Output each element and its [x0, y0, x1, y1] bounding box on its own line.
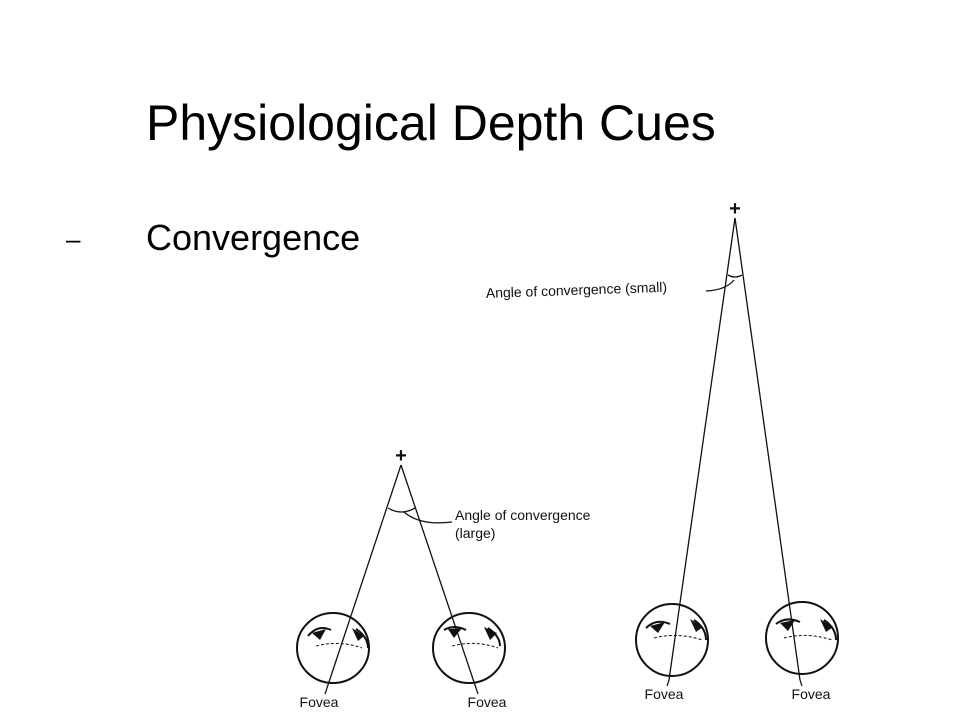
near-right-sight-line [400, 464, 477, 689]
near-angle-arc [387, 507, 416, 513]
bullet-dash: – [66, 224, 81, 254]
far-left-fovea-label: Fovea [645, 686, 684, 702]
near-left-fovea-label: Fovea [300, 694, 339, 710]
near-fixation-marker: + [395, 445, 407, 467]
far-angle-label: Angle of convergence (small) [486, 279, 668, 301]
far-left-sight-line [668, 217, 736, 681]
near-angle-label-line2: (large) [455, 525, 495, 541]
far-right-fovea-label: Fovea [792, 686, 831, 702]
far-fixation-marker: + [729, 198, 741, 220]
far-target-group: + Angle of convergence (small) [486, 198, 839, 702]
near-left-sight-line [326, 464, 402, 689]
near-angle-label-line1: Angle of convergence [455, 507, 591, 523]
far-angle-leader [705, 279, 735, 292]
far-right-eye [765, 601, 839, 675]
near-right-eye [432, 612, 506, 684]
near-right-fovea-label: Fovea [468, 694, 507, 710]
far-angle-arc [727, 274, 743, 278]
far-right-sight-line [734, 217, 801, 681]
near-target-group: + Angle of convergence (large) [296, 445, 591, 710]
far-left-eye [635, 603, 709, 677]
near-angle-leader [403, 511, 453, 524]
near-left-eye [296, 612, 370, 684]
slide-title: Physiological Depth Cues [146, 95, 716, 151]
bullet-convergence: Convergence [146, 217, 361, 258]
